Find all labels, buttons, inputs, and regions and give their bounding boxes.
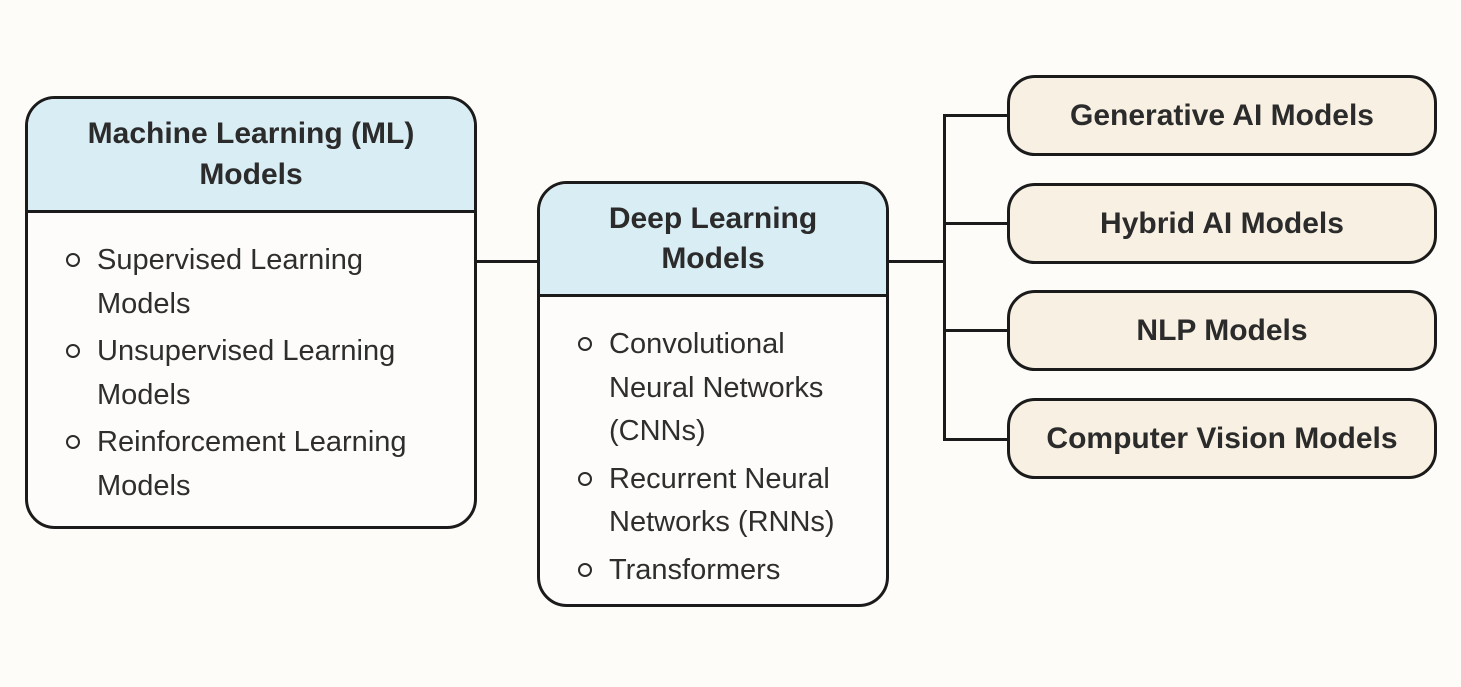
list-item-label: Reinforcement Learning Models bbox=[97, 426, 407, 502]
circle-bullet-icon bbox=[66, 344, 80, 358]
connector-trunk-to-generative bbox=[943, 114, 1009, 117]
ml-models-header: Machine Learning (ML) Models bbox=[28, 99, 474, 213]
generative-ai-models-box: Generative AI Models bbox=[1007, 75, 1437, 156]
list-item: Unsupervised Learning Models bbox=[66, 330, 464, 417]
list-item: Convolutional Neural Networks (CNNs) bbox=[578, 323, 878, 454]
connector-trunk-to-nlp bbox=[943, 329, 1009, 332]
connector-trunk-to-hybrid bbox=[943, 222, 1009, 225]
connector-trunk bbox=[943, 114, 946, 441]
list-item: Recurrent Neural Networks (RNNs) bbox=[578, 458, 878, 545]
hybrid-ai-models-box: Hybrid AI Models bbox=[1007, 183, 1437, 264]
computer-vision-models-box: Computer Vision Models bbox=[1007, 398, 1437, 479]
list-item: Supervised Learning Models bbox=[66, 239, 464, 326]
list-item: Transformers bbox=[578, 549, 878, 593]
connector-dl-to-trunk bbox=[887, 260, 945, 263]
ml-models-list: Supervised Learning Models Unsupervised … bbox=[28, 213, 474, 508]
circle-bullet-icon bbox=[66, 435, 80, 449]
list-item: Reinforcement Learning Models bbox=[66, 421, 464, 508]
dl-models-header: Deep Learning Models bbox=[540, 184, 886, 297]
circle-bullet-icon bbox=[66, 253, 80, 267]
ml-models-title: Machine Learning (ML) Models bbox=[87, 117, 415, 191]
circle-bullet-icon bbox=[578, 562, 592, 577]
list-item-label: Unsupervised Learning Models bbox=[97, 335, 396, 411]
dl-models-list: Convolutional Neural Networks (CNNs) Rec… bbox=[540, 297, 886, 592]
connector-trunk-to-cv bbox=[943, 438, 1009, 441]
nlp-models-box: NLP Models bbox=[1007, 290, 1437, 371]
connector-ml-to-dl bbox=[476, 260, 540, 263]
dl-models-title: Deep Learning Models bbox=[608, 201, 818, 276]
list-item-label: Supervised Learning Models bbox=[97, 244, 364, 320]
list-item-label: Convolutional Neural Networks (CNNs) bbox=[609, 328, 824, 447]
list-item-label: Recurrent Neural Networks (RNNs) bbox=[609, 462, 835, 539]
ml-models-box: Machine Learning (ML) Models Supervised … bbox=[25, 96, 477, 529]
dl-models-box: Deep Learning Models Convolutional Neura… bbox=[537, 181, 889, 607]
list-item-label: Transformers bbox=[609, 553, 781, 586]
circle-bullet-icon bbox=[578, 337, 592, 351]
circle-bullet-icon bbox=[578, 471, 592, 486]
